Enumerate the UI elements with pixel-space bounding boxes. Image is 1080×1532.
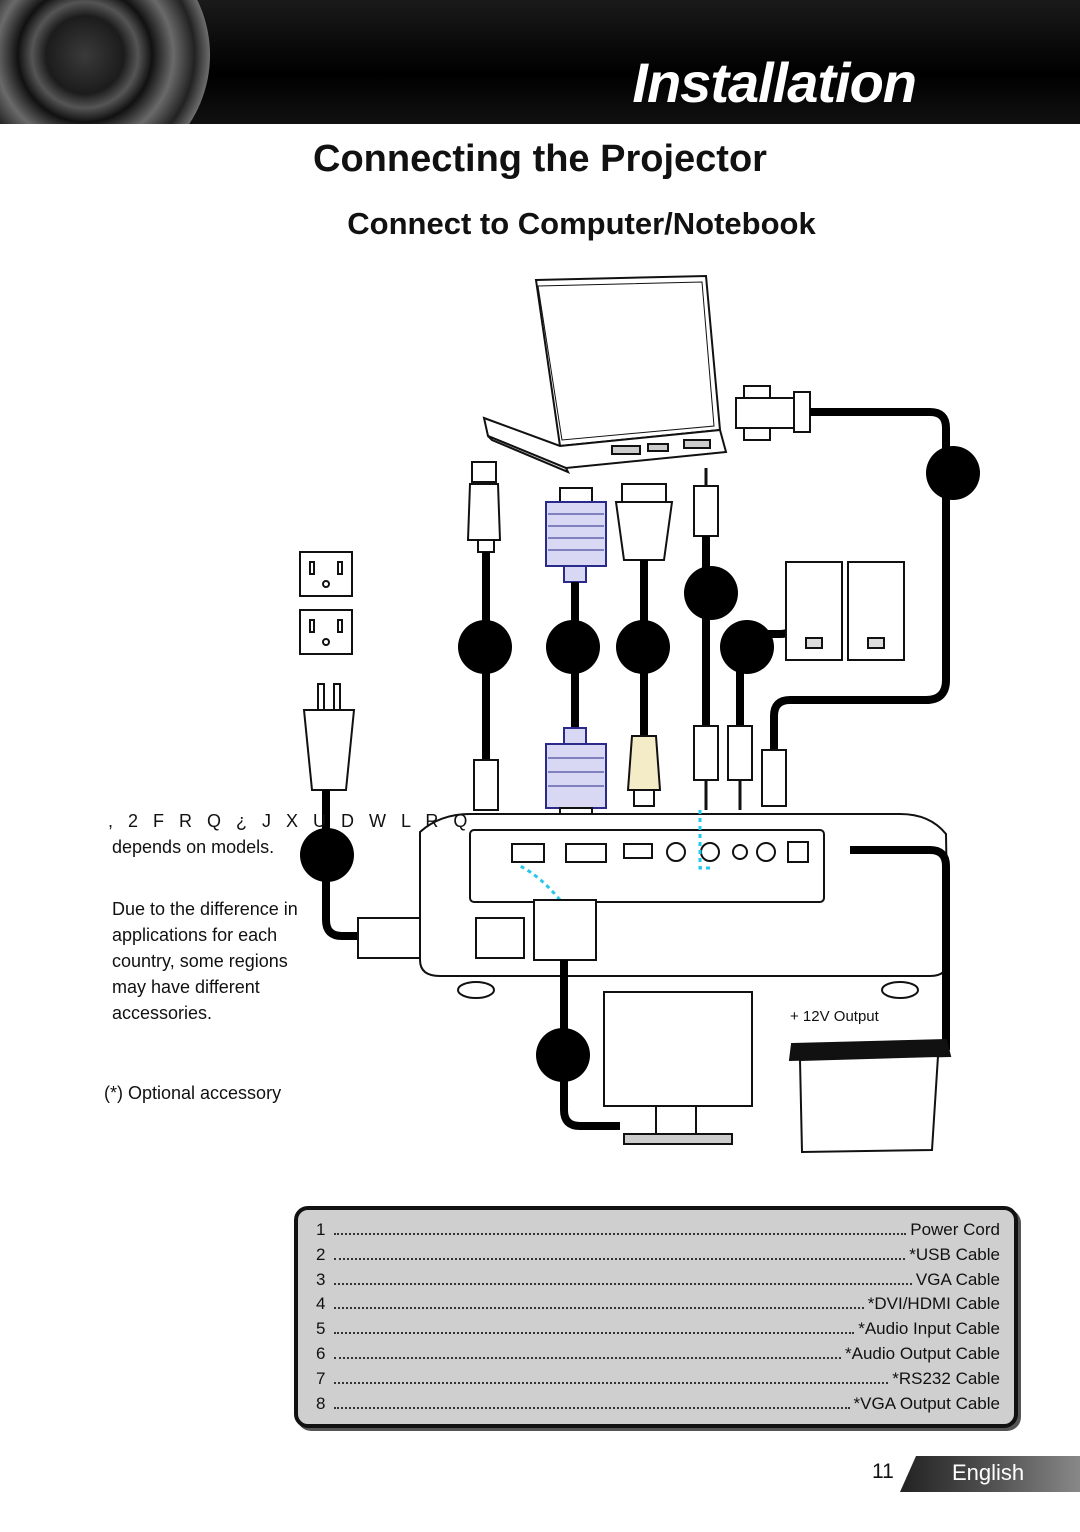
header-title: Installation [632,51,917,114]
cable-legend: 1 Power Cord 2 *USB Cable 3 VGA Cable 4 *DVI/HD… [294,1206,1018,1428]
speakers-illustration [785,561,905,661]
legend-number: 5 [316,1319,326,1339]
legend-row: 4 *DVI/HDMI Cable [316,1294,1000,1319]
callout-5: 5 [684,566,738,620]
screen-illustration [788,1038,952,1154]
lens-graphic [0,0,210,124]
callout-6: 6 [720,620,774,674]
legend-row: 5 *Audio Input Cable [316,1319,1000,1344]
legend-number: 8 [316,1393,326,1413]
legend-row: 2 *USB Cable [316,1245,1000,1270]
projector-illustration [419,813,950,999]
legend-label: *RS232 Cable [892,1368,1000,1388]
legend-row: 1 Power Cord [316,1220,1000,1245]
legend-leader-dots [334,1332,855,1335]
legend-label: *DVI/HDMI Cable [867,1294,1000,1314]
legend-leader-dots [334,1307,864,1310]
legend-number: 7 [316,1368,326,1388]
legend-row: 7 *RS232 Cable [316,1369,1000,1394]
legend-leader-dots [334,1406,850,1409]
audio-input-cable [693,468,719,810]
rs232-plug [761,749,787,807]
page-title: Connecting the Projector [313,138,767,180]
callout-3: 3 [546,620,600,674]
legend-row: 3 VGA Cable [316,1270,1000,1295]
legend-number: 4 [316,1294,326,1314]
legend-number: 6 [316,1343,326,1363]
legend-row: 8 *VGA Output Cable [316,1394,1000,1419]
legend-row: 6 *Audio Output Cable [316,1344,1000,1369]
legend-number: 2 [316,1244,326,1264]
callout-2: 2 [458,620,512,674]
legend-leader-dots [334,1282,912,1285]
output-label: + 12V Output [790,1008,879,1025]
header-banner: Installation [0,0,1080,124]
legend-leader-dots [334,1233,907,1235]
laptop-illustration [482,274,728,474]
rs232-cable [850,846,950,1050]
note-optional: (*) Optional accessory [104,1083,282,1103]
note-regional-accessories: Due to the difference in applications fo… [112,899,298,1023]
page-number: 11 [872,1460,894,1483]
callout-4: 4 [616,620,670,674]
callout-7: 7 [926,446,980,500]
section-title: Connect to Computer/Notebook [347,206,816,241]
note-io-config: , 2 F R Q ¿ J X U D W L R Q [108,811,473,831]
legend-leader-dots [334,1356,841,1359]
vga-plug-laptop [735,385,811,441]
vga-cable [545,487,607,821]
note-io-config-rest: depends on models. [112,837,275,857]
legend-number: 1 [316,1220,326,1239]
dvi-hdmi-cable [614,483,674,807]
callout-1: 1 [300,828,354,882]
legend-label: *Audio Input Cable [858,1319,1000,1339]
language-tab [900,1456,1080,1492]
legend-label: VGA Cable [915,1269,1000,1289]
legend-label: *USB Cable [909,1244,1000,1264]
monitor-illustration [603,991,753,1145]
language-label: English [952,1460,1025,1485]
wall-outlets [299,551,353,655]
legend-leader-dots [334,1257,906,1260]
legend-label: Power Cord [910,1220,1000,1239]
legend-leader-dots [334,1381,889,1384]
callout-8: 8 [536,1028,590,1082]
legend-label: *Audio Output Cable [845,1343,1000,1363]
legend-label: *VGA Output Cable [853,1393,1000,1413]
legend-number: 3 [316,1269,326,1289]
